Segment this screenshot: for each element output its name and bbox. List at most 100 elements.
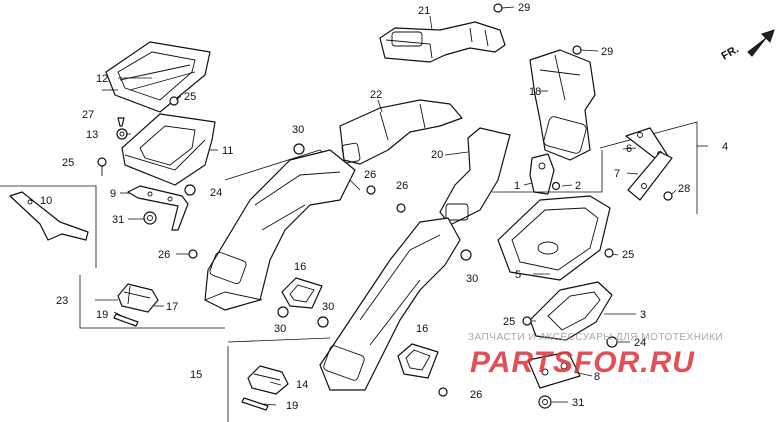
bolt-part-25-c[interactable] [604,248,614,258]
nut-part-30-a[interactable] [293,143,305,155]
bracket-part-3[interactable] [529,281,613,341]
callout-25-d: 25 [503,316,515,328]
bracket-part-8[interactable] [527,351,581,389]
callout-3: 3 [640,309,646,321]
callout-18: 18 [529,86,541,98]
nut-part-30-b[interactable] [460,249,472,261]
duct-part-21[interactable] [379,21,506,63]
gasket-part-16-a[interactable] [281,277,323,309]
grommet-part-31-a[interactable] [143,211,157,225]
bracket-part-11[interactable] [121,113,216,186]
group-23-box [79,275,225,329]
callout-19-b: 19 [286,400,298,412]
duct-upper-left[interactable] [204,149,356,311]
callout-19-a: 19 [96,309,108,321]
bolt-part-26-d[interactable] [438,387,448,397]
callout-25-c: 25 [622,249,634,261]
callout-2: 2 [575,180,581,192]
leader-lines [95,6,708,406]
callout-16-b: 16 [416,323,428,335]
callout-31-a: 31 [112,214,124,226]
watermark-caption: ЗАПЧАСТИ И АКСЕССУАРЫ ДЛЯ МОТОТЕХНИКИ [468,332,723,343]
rubber-part-14[interactable] [247,365,289,395]
callout-30-c: 30 [274,323,286,335]
clip-part-29-b[interactable] [572,45,582,55]
callout-29-b: 29 [601,46,613,58]
bolt-part-26-c[interactable] [188,249,198,259]
bolt-part-26-b[interactable] [396,203,406,213]
callout-23: 23 [56,295,68,307]
callout-25-b: 25 [62,157,74,169]
gasket-part-16-b[interactable] [397,343,439,379]
duct-part-18[interactable] [529,49,596,161]
callout-11: 11 [222,145,233,157]
bolt-part-26-a[interactable] [366,185,376,195]
nut-part-30-d[interactable] [317,316,329,328]
tray-part-5[interactable] [497,195,611,281]
callout-31-b: 31 [572,397,584,409]
duct-part-22[interactable] [339,99,463,165]
bracket-part-7[interactable] [627,151,673,201]
grommet-part-13[interactable] [116,128,128,140]
stay-part-10[interactable] [9,191,89,241]
rubber-part-17[interactable] [117,283,159,313]
callout-26-c: 26 [158,249,170,261]
callout-24-b: 24 [634,337,646,349]
callout-5: 5 [515,269,521,281]
callout-28: 28 [678,183,690,195]
nut-part-24-b[interactable] [606,336,618,348]
callout-14: 14 [296,379,308,391]
bolt-part-25-d[interactable] [522,316,532,326]
front-label: FR. [720,43,741,62]
callout-24-a: 24 [210,187,222,199]
bracket-part-9[interactable] [127,185,189,231]
front-direction-arrow [747,29,775,57]
connector-part-1[interactable] [529,153,555,195]
callout-15: 15 [190,369,202,381]
callout-16-a: 16 [294,261,306,273]
callout-30-d: 30 [322,301,334,313]
callout-26-b: 26 [396,180,408,192]
group-4-left [492,150,603,193]
callout-30-b: 30 [466,273,478,285]
callout-20: 20 [431,149,443,161]
plate-part-12[interactable] [105,41,211,113]
callout-labels: 21 29 29 12 25 22 18 27 13 30 11 25 20 4… [40,2,728,412]
bolt-part-25-b[interactable] [97,157,107,176]
callout-6: 6 [626,143,632,155]
callout-29-a: 29 [518,2,530,14]
group-23-box-top [0,185,97,268]
callout-17: 17 [166,301,178,313]
group-15-box-top [227,337,331,343]
callout-26-d: 26 [470,389,482,401]
callout-1: 1 [514,180,520,192]
callout-8: 8 [594,371,600,383]
callout-4: 4 [722,141,728,153]
screw-part-27[interactable] [117,117,125,127]
duct-lower-center[interactable] [319,217,461,391]
callout-10: 10 [40,195,52,207]
nut-part-28[interactable] [663,191,673,201]
grommet-part-31-b[interactable] [538,395,552,409]
callout-7: 7 [614,168,620,180]
watermark-logo: PARTSFOR.RU [470,346,695,379]
callout-25-a: 25 [184,91,196,103]
pin-part-19-a[interactable] [113,313,139,327]
pin-part-19-b[interactable] [241,397,269,411]
nut-part-30-c[interactable] [277,306,289,318]
nut-part-24-a[interactable] [184,184,196,196]
callout-26-a: 26 [364,169,376,181]
callout-30-a: 30 [292,124,304,136]
watermark: ЗАПЧАСТИ И АКСЕССУАРЫ ДЛЯ МОТОТЕХНИКИ PA… [468,332,723,379]
duct-part-20[interactable] [439,127,511,226]
clip-part-2[interactable] [551,181,561,191]
callout-27: 27 [82,109,94,121]
bolt-part-25-a[interactable] [169,96,179,106]
clip-part-29-a[interactable] [493,3,503,13]
callout-21: 21 [418,5,430,17]
callout-12: 12 [96,73,108,85]
callout-13: 13 [86,129,98,141]
callout-22: 22 [370,89,382,101]
